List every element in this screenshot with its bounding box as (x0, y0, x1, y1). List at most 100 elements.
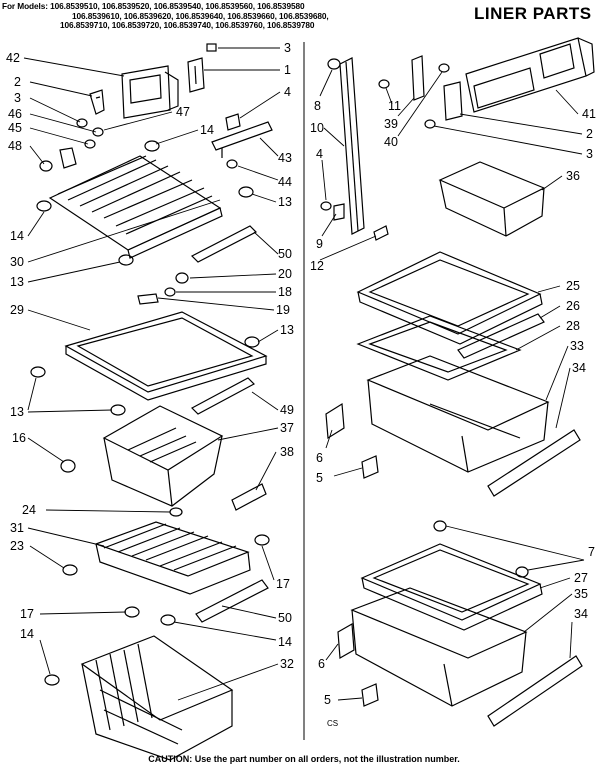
callout-48: 48 (8, 139, 22, 153)
part-30-wire-shelf-upper (48, 155, 223, 259)
callout-14-top: 14 (200, 123, 214, 137)
callout-8: 8 (314, 99, 321, 113)
callout-39: 39 (384, 117, 398, 131)
callout-17-left: 17 (20, 607, 34, 621)
callout-13-mid: 13 (10, 275, 24, 289)
callout-3-top: 3 (284, 41, 291, 55)
callout-20: 20 (278, 267, 292, 281)
callout-32: 32 (280, 657, 294, 671)
part-29-glass-shelf (64, 311, 268, 401)
callout-13-left: 13 (10, 405, 24, 419)
drawing-code: CS (327, 719, 339, 728)
model-list-line-3: 106.8539710, 106.8539720, 106.8539740, 1… (60, 20, 315, 30)
part-13-support-right (244, 336, 260, 348)
callout-19: 19 (276, 303, 290, 317)
part-32-wire-basket (80, 635, 234, 761)
callout-46: 46 (8, 107, 22, 121)
part-18-clip (164, 287, 176, 297)
callout-14-bottom-left: 14 (20, 627, 34, 641)
part-6-slide-upper (325, 402, 345, 440)
part-20-cap (175, 272, 189, 284)
diagram-title: LINER PARTS (474, 4, 592, 23)
part-1-hinge-left (187, 57, 205, 93)
callout-50-upper: 50 (278, 247, 292, 261)
part-2-bracket-right (443, 81, 463, 121)
part-9-bracket (333, 203, 345, 221)
part-27-cover-frame-lower (360, 543, 543, 631)
callout-24: 24 (22, 503, 36, 517)
part-23-support (62, 564, 78, 576)
callout-28: 28 (566, 319, 580, 333)
callout-34-upper: 34 (572, 361, 586, 375)
callout-49: 49 (280, 403, 294, 417)
callout-31: 31 (10, 521, 24, 535)
part-7-support-left (433, 520, 447, 532)
part-2-bracket-left (89, 89, 105, 115)
part-31-wire-shelf-lower (94, 521, 251, 595)
callout-27: 27 (574, 571, 588, 585)
part-17-support-left (124, 606, 140, 618)
callout-47: 47 (176, 105, 190, 119)
callout-4-right: 4 (316, 147, 323, 161)
callout-4-left: 4 (284, 85, 291, 99)
part-3-clip-right (424, 119, 436, 129)
callout-17-right: 17 (276, 577, 290, 591)
callout-36: 36 (566, 169, 580, 183)
part-49-trim (191, 377, 255, 415)
callout-14-upper: 14 (10, 229, 24, 243)
callout-7: 7 (588, 545, 595, 559)
part-8-cap (327, 58, 341, 70)
part-26-trim (457, 313, 545, 359)
callout-14-lower: 14 (278, 635, 292, 649)
part-34-trim-lower (487, 655, 583, 727)
part-12-clip (373, 225, 389, 241)
callout-29: 29 (10, 303, 24, 317)
callout-42: 42 (6, 51, 20, 65)
callout-38: 38 (280, 445, 294, 459)
part-50-trim-upper (190, 225, 258, 263)
callout-16: 16 (12, 431, 26, 445)
callout-9: 9 (316, 237, 323, 251)
part-50-trim-lower (195, 579, 269, 623)
part-6-slide-lower (337, 623, 355, 659)
part-40-screw (438, 63, 450, 73)
part-47-screw (92, 127, 104, 137)
callout-2-right: 2 (586, 127, 593, 141)
callout-12: 12 (310, 259, 324, 273)
part-10-vertical-rail (339, 57, 365, 235)
callout-3-right: 3 (586, 147, 593, 161)
model-list-line-2: 106.8539610, 106.8539620, 106.8539640, 1… (72, 10, 329, 21)
part-14-support-lower (160, 614, 176, 626)
part-13-support-lower (110, 404, 126, 416)
callout-44: 44 (278, 175, 292, 189)
callout-43: 43 (278, 151, 292, 165)
part-41-control-housing-right (465, 37, 595, 113)
callout-10: 10 (310, 121, 324, 135)
leader-lines (23, 47, 585, 701)
part-3-clip-left (76, 118, 88, 128)
part-3-clip-left-top (206, 43, 217, 52)
callout-13-upper: 13 (278, 195, 292, 209)
part-28-cover-frame (356, 315, 522, 381)
part-16-knob (60, 459, 76, 473)
model-list: For Models: 106.8539510, 106.8539520, 10… (2, 1, 329, 31)
callout-13-right: 13 (280, 323, 294, 337)
part-4-clip-right (320, 201, 332, 211)
part-37-pan (102, 405, 224, 507)
part-5-stop-lower (361, 683, 379, 707)
callout-37: 37 (280, 421, 294, 435)
callout-2-left: 2 (14, 75, 21, 89)
part-45-knob (84, 139, 96, 149)
callout-5-lower: 5 (324, 693, 331, 707)
part-46-bracket (59, 147, 77, 169)
part-25-glass-shelf-right (356, 251, 543, 345)
caution-note: CAUTION: Use the part number on all orde… (148, 754, 460, 764)
part-4-bracket-left (225, 113, 241, 131)
callout-3-left: 3 (14, 91, 21, 105)
part-14-support-top (144, 140, 160, 152)
part-34-trim-upper (487, 429, 581, 497)
part-35-drawer-lower (350, 587, 528, 707)
part-38-clip (231, 483, 267, 511)
